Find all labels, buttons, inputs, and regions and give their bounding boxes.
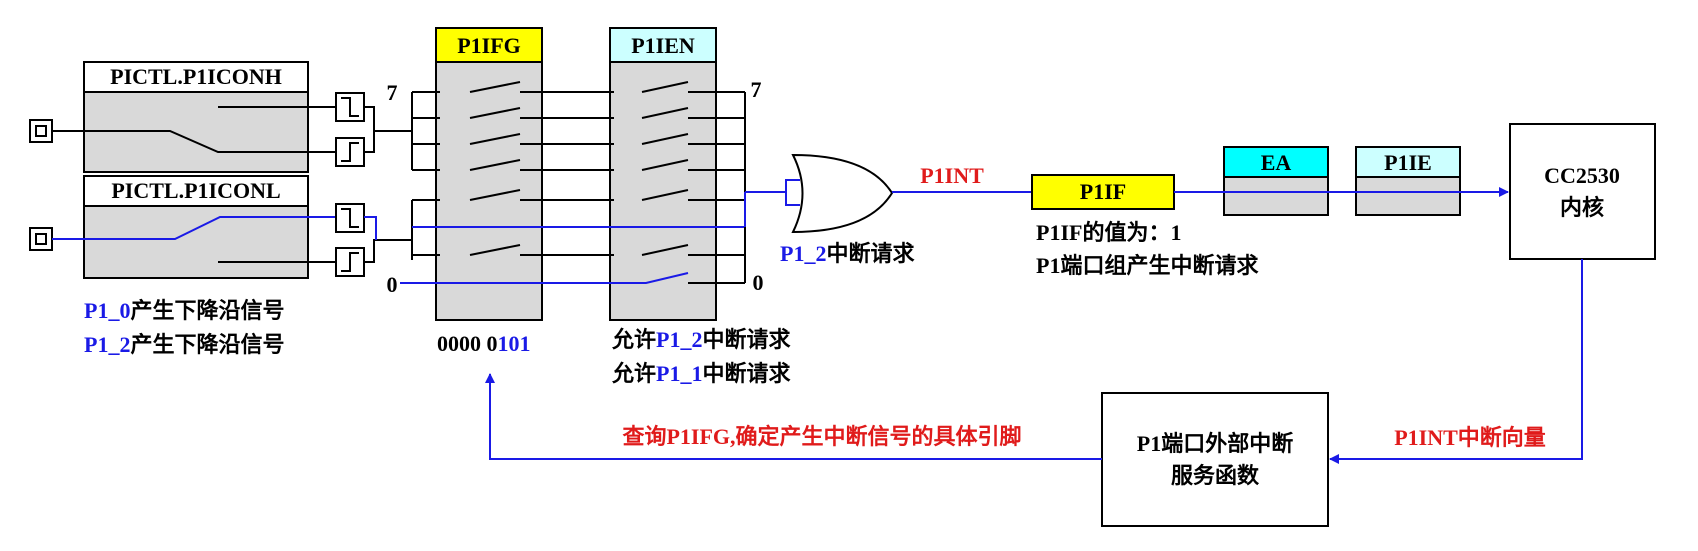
isr-box — [1101, 392, 1329, 527]
or-gate-icon — [745, 153, 894, 234]
core-line-1: CC2530 — [1544, 163, 1620, 188]
p1ien-bit-low: 0 — [753, 270, 764, 295]
p1int-label: P1INT — [920, 163, 984, 188]
isr-line-2: 服务函数 — [1171, 463, 1260, 488]
p1if-note-2: P1端口组产生中断请求 — [1036, 253, 1258, 278]
p1if-box — [1031, 174, 1175, 210]
p1ien-note-2: 允许P1_1中断请求 — [611, 361, 790, 386]
edge-detector-falling-high-icon — [335, 92, 365, 122]
p1ien-note-1: 允许P1_2中断请求 — [611, 327, 790, 352]
core-line-2: 内核 — [1560, 195, 1604, 220]
merge-high — [364, 106, 412, 153]
p1if-note-1: P1IF的值为：1 — [1036, 220, 1181, 245]
query-line — [485, 373, 1102, 460]
vector-line — [1329, 259, 1583, 464]
p1ifg-bit-high: 7 — [387, 80, 398, 105]
ea-box — [1223, 146, 1329, 178]
p1ie-label: P1IE — [1384, 150, 1432, 175]
ctl-low-wire-blue — [52, 216, 336, 240]
edge-detector-falling-low-icon — [335, 203, 365, 233]
ctl-low-block: PICTL.P1ICONL — [52, 175, 336, 279]
query-label: 查询P1IFG,确定产生中断信号的具体引脚 — [622, 424, 1021, 449]
p1if-label: P1IF — [1080, 179, 1126, 204]
vector-label: P1INT中断向量 — [1394, 425, 1546, 450]
p1ifg-register: P1IFG — [435, 27, 543, 321]
left-note-2: P1_2产生下降沿信号 — [84, 332, 284, 357]
edge-detector-rising-high-icon — [335, 137, 365, 167]
ea-label: EA — [1261, 150, 1292, 175]
merge-low-bottom — [364, 239, 412, 263]
pin-low-icon — [29, 227, 53, 251]
ctl-high-block: PICTL.P1ICONH — [52, 61, 336, 173]
ctl-high-label: PICTL.P1ICONH — [110, 64, 282, 89]
p1ien-label: P1IEN — [631, 33, 695, 58]
isr-line-1: P1端口外部中断 — [1137, 431, 1293, 456]
p1ifg-value: 0000 0101 — [437, 331, 531, 356]
edge-detector-rising-low-icon — [335, 247, 365, 277]
merge-low-blue — [364, 216, 377, 240]
core-box — [1509, 123, 1656, 260]
ctl-high-wire — [52, 130, 336, 153]
p1ien-register: P1IEN — [609, 27, 717, 321]
bit-lines — [400, 81, 746, 284]
or-gate-request: P1_2中断请求 — [780, 241, 914, 266]
p1ifg-label: P1IFG — [457, 33, 521, 58]
pin-high-icon — [29, 119, 53, 143]
left-note-1: P1_0产生下降沿信号 — [84, 298, 284, 323]
ctl-low-label: PICTL.P1ICONL — [111, 178, 280, 203]
p1ifg-bit-low: 0 — [387, 272, 398, 297]
p1ien-bit-high: 7 — [751, 77, 762, 102]
